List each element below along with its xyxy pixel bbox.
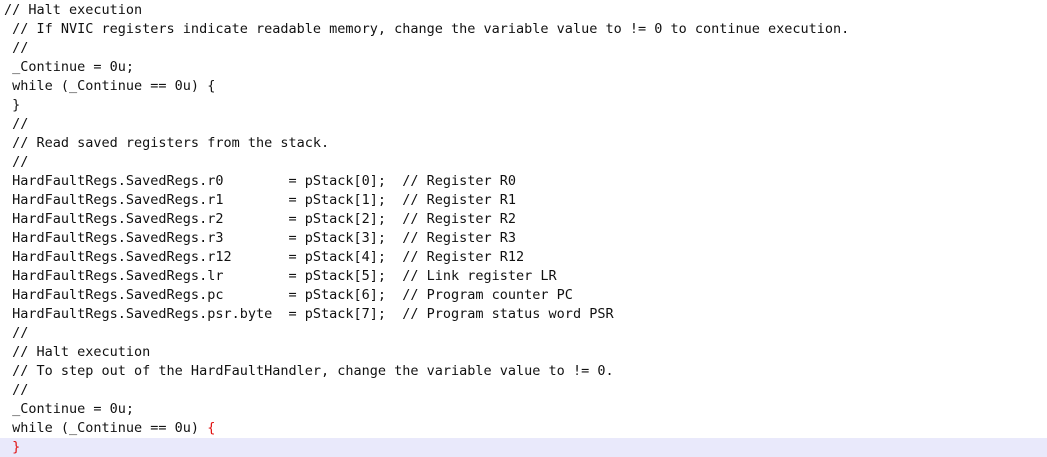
code-line: // To step out of the HardFaultHandler, … bbox=[4, 363, 614, 379]
code-line: HardFaultRegs.SavedRegs.r1 = pStack[1]; … bbox=[4, 192, 517, 208]
matching-open-brace: { bbox=[207, 420, 216, 436]
code-line: _Continue = 0u; bbox=[4, 401, 135, 417]
code-line: // bbox=[4, 382, 29, 398]
code-line: HardFaultRegs.SavedRegs.psr.byte = pStac… bbox=[4, 306, 614, 322]
current-line-highlight: } bbox=[0, 438, 1047, 457]
code-line: HardFaultRegs.SavedRegs.r0 = pStack[0]; … bbox=[4, 173, 517, 189]
code-line: HardFaultRegs.SavedRegs.lr = pStack[5]; … bbox=[4, 268, 557, 284]
code-line: HardFaultRegs.SavedRegs.r2 = pStack[2]; … bbox=[4, 211, 517, 227]
code-line: // Read saved registers from the stack. bbox=[4, 135, 330, 151]
while-statement: while (_Continue == 0u) bbox=[4, 420, 208, 436]
code-line: _Continue = 0u; bbox=[4, 59, 135, 75]
matching-close-brace: } bbox=[12, 439, 21, 455]
code-line: while (_Continue == 0u) { bbox=[4, 78, 216, 94]
code-line: // bbox=[4, 116, 29, 132]
code-line: // bbox=[4, 325, 29, 341]
code-line: } bbox=[4, 97, 21, 113]
code-line: // bbox=[4, 154, 29, 170]
code-line: // If NVIC registers indicate readable m… bbox=[4, 21, 850, 37]
code-line: // bbox=[4, 40, 29, 56]
code-line: HardFaultRegs.SavedRegs.r12 = pStack[4];… bbox=[4, 249, 525, 265]
code-line: while (_Continue == 0u) { bbox=[0, 419, 1047, 438]
code-line: // Halt execution bbox=[4, 2, 143, 18]
code-line: HardFaultRegs.SavedRegs.r3 = pStack[3]; … bbox=[4, 230, 517, 246]
code-line: // Halt execution bbox=[4, 344, 151, 360]
code-line: HardFaultRegs.SavedRegs.pc = pStack[6]; … bbox=[4, 287, 573, 303]
